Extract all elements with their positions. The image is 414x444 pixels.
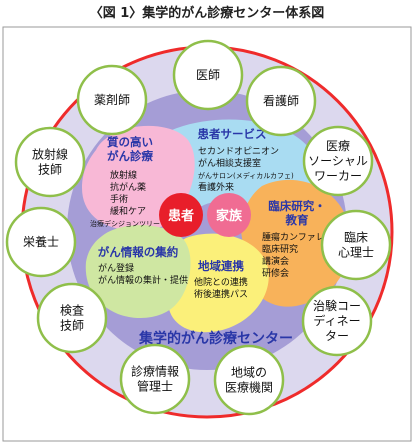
role-label: 医療: [326, 139, 350, 153]
role-circle-1: 医師: [172, 39, 244, 111]
role-label: 治験コー: [313, 298, 361, 313]
research-item: 研修会: [262, 267, 289, 279]
outer-roles: 医師看護師医療ソーシャルワーカー臨床心理士治験コーディネーター地域の医療機関診療…: [5, 39, 392, 416]
family-label: 家族: [216, 208, 243, 224]
services-item: がん相談支援室: [198, 157, 261, 169]
quality-item-small: 治療デシジョンツリー: [90, 219, 160, 228]
research-item: 臨床研究: [262, 243, 298, 255]
figure-frame: [2, 26, 412, 442]
role-label: 栄養士: [23, 234, 59, 249]
role-label: 技師: [38, 163, 62, 177]
role-label: 看護師: [263, 93, 299, 108]
blob-group: [82, 119, 351, 333]
core-patient-family: 患者 家族: [159, 193, 251, 237]
role-circle-ring: [302, 125, 374, 197]
patient-label: 患者: [168, 208, 194, 224]
role-circle-2: 看護師: [245, 65, 317, 137]
quality-item: 手術: [110, 193, 128, 205]
info-item: がん情報の集計・提供: [98, 274, 188, 286]
role-circle-ring: [245, 65, 317, 137]
quality-title: 質の高い: [107, 135, 153, 149]
info-title: がん情報の集約: [98, 245, 179, 259]
quality-item: 緩和ケア: [110, 205, 146, 217]
role-label: 検査: [60, 304, 84, 318]
role-circle-ring: [36, 282, 108, 354]
regional-title: 地域連携: [198, 259, 244, 273]
quality-title: がん診療: [107, 149, 153, 163]
services-item: セカンドオピニオン: [198, 146, 279, 157]
role-label: ター: [325, 329, 349, 343]
role-circle-ring: [5, 206, 77, 278]
services-item-small: がんサロン(メディカルカフェ): [198, 171, 294, 180]
role-label: 診療情報: [131, 364, 179, 379]
quality-item: 放射線: [110, 169, 137, 181]
role-label: 医療機関: [225, 380, 273, 395]
role-circle-ring: [320, 209, 392, 281]
role-circle-ring: [172, 39, 244, 111]
role-circle-9: 栄養士: [5, 206, 77, 278]
research-item: 講演会: [262, 255, 289, 267]
role-circle-ring: [213, 344, 285, 416]
figure-title: 〈図 1〉集学的がん診療センター体系図: [90, 5, 325, 21]
services-title: 患者サービス: [198, 127, 267, 141]
patient-circle: [159, 193, 203, 237]
info-item: がん登録: [98, 262, 134, 274]
center-name: 集学的がん診療センター: [138, 330, 293, 347]
role-label: 放射線: [32, 147, 68, 162]
quality-item: 抗がん薬: [110, 181, 146, 193]
role-label: 医師: [196, 68, 220, 82]
role-label: ソーシャル: [308, 154, 368, 168]
role-circle-11: 薬剤師: [76, 64, 148, 136]
research-title: 臨床研究・: [268, 199, 326, 213]
role-label: 技師: [60, 319, 84, 333]
services-item: 看護外来: [198, 181, 234, 193]
role-label: 心理士: [338, 246, 374, 260]
regional-item: 他院との連携: [194, 276, 248, 288]
role-label: 管理士: [137, 379, 173, 394]
role-circle-ring: [14, 126, 86, 198]
role-label: 地域の: [231, 366, 267, 380]
role-circle-ring: [119, 343, 191, 415]
regional-item: 術後連携パス: [194, 288, 248, 300]
role-label: 臨床: [344, 231, 368, 245]
role-label: 薬剤師: [94, 92, 130, 107]
role-label: ディネー: [313, 313, 360, 328]
blob-regional-collaboration: [167, 233, 269, 333]
family-circle: [207, 193, 251, 237]
role-circle-ring: [301, 285, 373, 357]
research-title: 教育: [285, 213, 309, 227]
blob-cancer-info: [85, 225, 191, 318]
role-circle-ring: [76, 64, 148, 136]
role-label: ワーカー: [314, 169, 362, 183]
